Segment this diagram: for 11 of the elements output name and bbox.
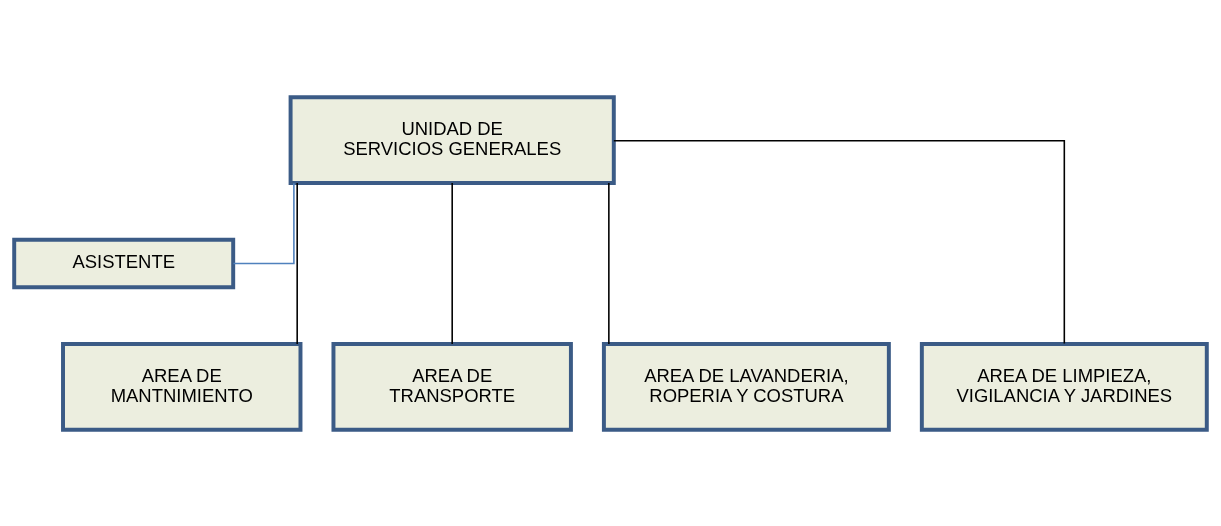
node-box: AREA DE TRANSPORTE [331, 341, 573, 432]
node-box: AREA DE MANTNIMIENTO [61, 341, 303, 432]
connector [451, 181, 453, 345]
connector [608, 181, 610, 345]
node-box: ASISTENTE [12, 237, 236, 289]
connector [296, 181, 298, 345]
node-box: AREA DE LAVANDERIA, ROPERIA Y COSTURA [601, 341, 891, 432]
node-box: UNIDAD DE SERVICIOS GENERALES [288, 94, 616, 185]
node-box: AREA DE LIMPIEZA, VIGILANCIA Y JARDINES [919, 341, 1209, 432]
connector [613, 139, 1066, 344]
connector [232, 182, 295, 264]
